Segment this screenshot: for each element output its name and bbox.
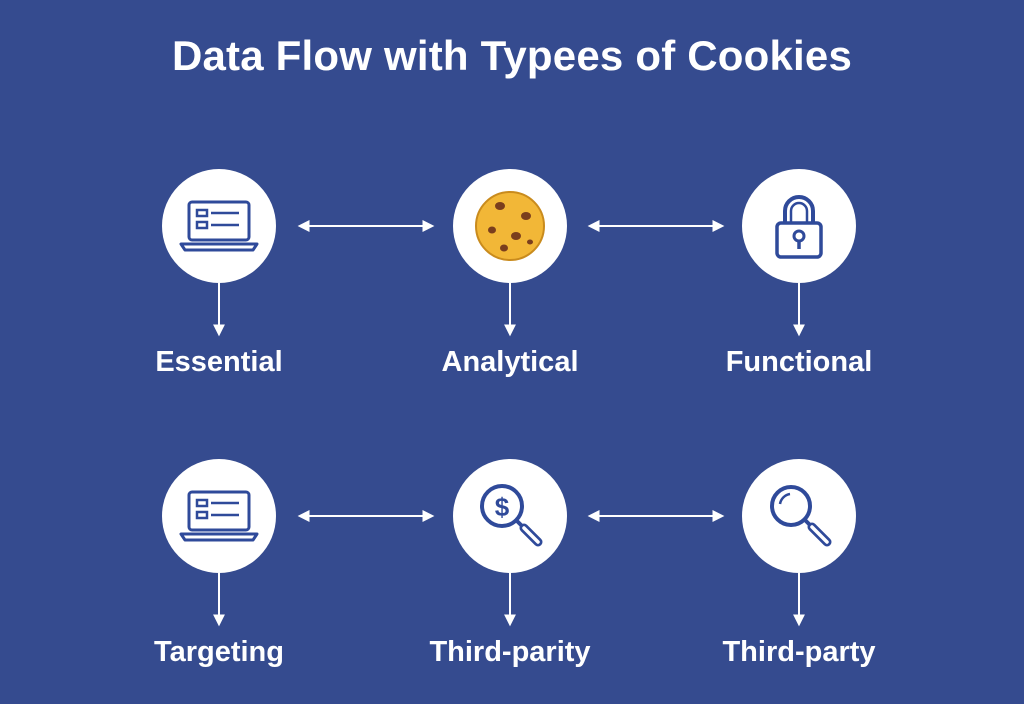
node-label-functional: Functional <box>725 346 873 378</box>
node-analytical <box>453 169 567 283</box>
node-label-third-party: Third-party <box>722 636 876 668</box>
node-essential <box>162 169 276 283</box>
node-functional <box>742 169 856 283</box>
node-third-parity: $ <box>453 459 567 573</box>
padlock-icon <box>775 195 823 259</box>
cookie-icon <box>475 191 545 261</box>
node-label-third-parity: Third-parity <box>429 636 591 668</box>
node-label-targeting: Targeting <box>154 636 284 668</box>
laptop-icon <box>179 200 259 252</box>
node-label-analytical: Analytical <box>441 346 579 378</box>
diagram-title: Data Flow with Typees of Cookies <box>171 32 853 79</box>
node-third-party <box>742 459 856 573</box>
dollar-magnifier-icon: $ <box>480 484 543 547</box>
laptop-icon <box>179 490 259 542</box>
magnifier-icon <box>770 485 832 547</box>
node-label-essential: Essential <box>155 346 283 378</box>
svg-text:$: $ <box>495 492 510 522</box>
node-targeting <box>162 459 276 573</box>
